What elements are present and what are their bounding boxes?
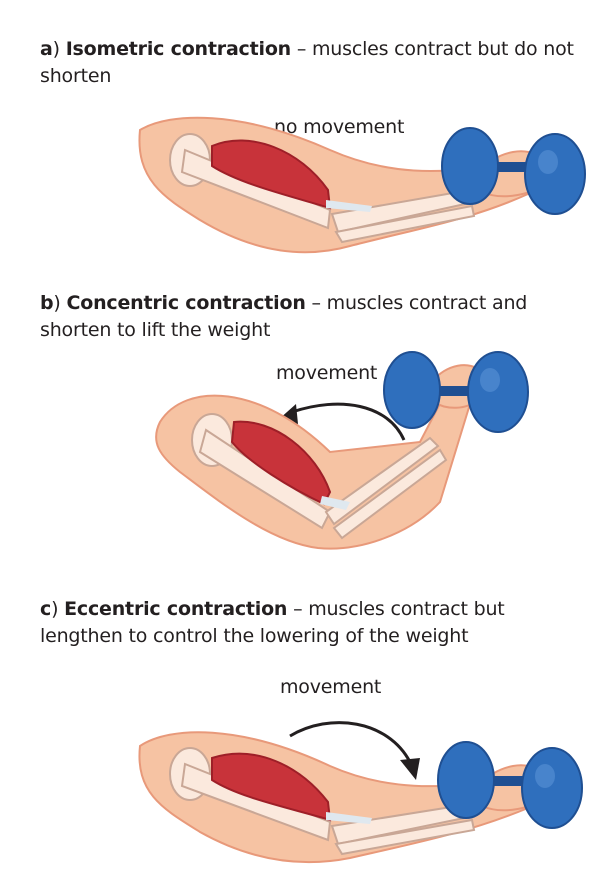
caption-isometric: a) Isometric contraction – muscles contr…: [40, 38, 574, 87]
caption-term: Isometric contraction: [65, 38, 292, 60]
movement-label: no movement: [274, 116, 405, 138]
dumbbell-bar: [418, 386, 498, 396]
caption-letter: c: [40, 598, 52, 620]
dumbbell-weight-left: [437, 741, 495, 819]
caption-term: Eccentric contraction: [64, 598, 288, 620]
ulna-bone: [334, 204, 476, 244]
arm-illustration-straight: [138, 116, 586, 254]
biceps-tendon: [326, 812, 372, 824]
ulna-bone: [334, 818, 476, 856]
caption-term: Concentric contraction: [66, 292, 306, 314]
caption-concentric: b) Concentric contraction – muscles cont…: [40, 292, 528, 341]
panel-eccentric: c) Eccentric contraction – muscles contr…: [0, 596, 606, 866]
caption-description: – muscles contract and shorten to lift t…: [40, 292, 528, 341]
biceps-tendon: [326, 200, 372, 212]
movement-arrow: [289, 721, 412, 763]
arm-illustration-lowering: [138, 721, 583, 864]
caption-letter: b: [40, 292, 54, 314]
dumbbell-highlight: [538, 150, 558, 174]
caption-description: – muscles contract but lengthen to contr…: [40, 598, 505, 647]
dumbbell-weight-left: [383, 351, 441, 429]
dumbbell-weight-right: [521, 747, 583, 829]
dumbbell-highlight: [535, 764, 555, 788]
panel-concentric: b) Concentric contraction – muscles cont…: [0, 290, 606, 570]
radius-bone: [324, 436, 440, 526]
panel-isometric: a) Isometric contraction – muscles contr…: [0, 0, 606, 290]
dumbbell-weight-right: [524, 133, 586, 215]
dumbbell-highlight: [480, 368, 500, 392]
dumbbell-bar: [470, 162, 540, 172]
dumbbell-weight-right: [467, 351, 529, 433]
biceps-tendon: [320, 496, 350, 510]
caption-letter: a: [40, 38, 53, 60]
caption-description: – muscles contract but do not shorten: [40, 38, 574, 87]
dumbbell-weight-left: [441, 127, 499, 205]
movement-label: movement: [280, 676, 382, 698]
movement-arrow: [291, 402, 406, 441]
movement-label: movement: [276, 362, 378, 384]
arm-illustration-flexed: [155, 351, 529, 550]
arrow-head: [400, 758, 420, 780]
dumbbell-bar: [470, 776, 540, 786]
ulna-bone: [332, 448, 448, 540]
caption-eccentric: c) Eccentric contraction – muscles contr…: [40, 598, 505, 647]
